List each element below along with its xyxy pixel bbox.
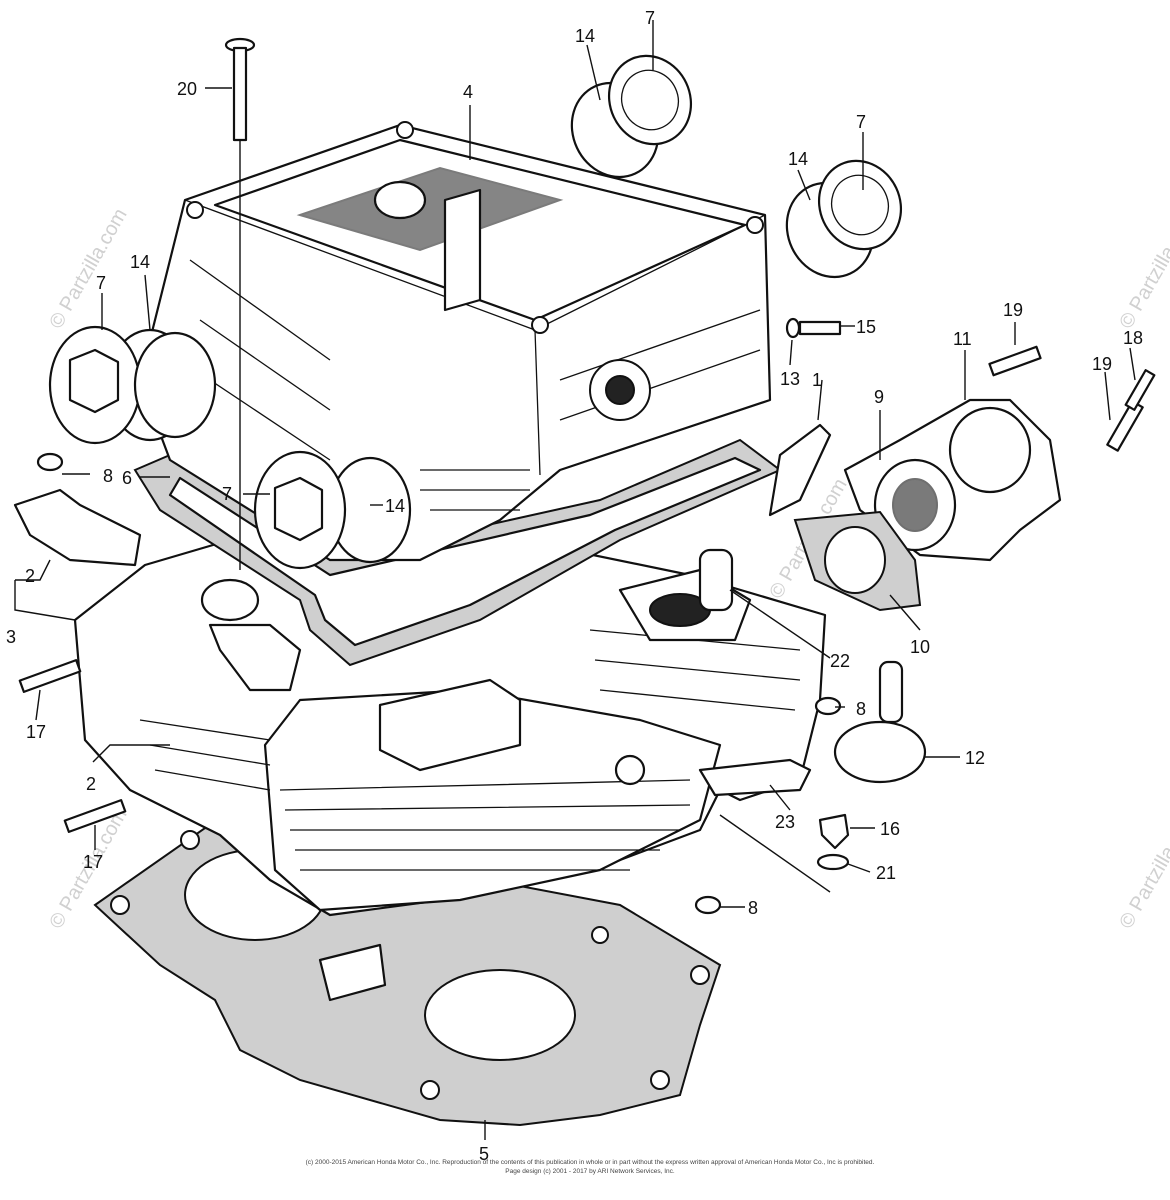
callout-label: 14 — [788, 149, 808, 169]
callout-label: 8 — [856, 699, 866, 719]
callout-label: 16 — [880, 819, 900, 839]
callout-label: 8 — [103, 466, 113, 486]
callout-label: 11 — [953, 329, 972, 349]
callout-label: 13 — [780, 369, 800, 389]
callout-label: 9 — [874, 387, 884, 407]
callout-label: 8 — [748, 898, 758, 918]
callout-label: 19 — [1092, 354, 1112, 374]
callout-label: 6 — [122, 468, 132, 488]
tappet-cap-left — [48, 325, 217, 445]
callout-label: 10 — [910, 637, 930, 657]
bolt-20 — [224, 37, 256, 142]
callout-label: 17 — [83, 852, 103, 872]
spark-plug-assembly — [698, 660, 927, 797]
head-cover-gasket — [133, 438, 782, 667]
small-fasteners — [18, 317, 1156, 915]
callout-label: 14 — [575, 26, 595, 46]
callout-label: 14 — [385, 496, 405, 516]
callout-label: 7 — [222, 484, 232, 504]
leader-lines — [14, 20, 1136, 1140]
callout-label: 7 — [645, 8, 655, 28]
copyright-line: Page design (c) 2001 - 2017 by ARI Netwo… — [505, 1168, 675, 1175]
tappet-cap-right — [785, 159, 903, 279]
callout-label: 1 — [812, 370, 822, 390]
callout-label: 22 — [830, 651, 850, 671]
callout-labels: 1 2 2 3 4 5 6 7 7 7 7 8 8 8 8 9 10 11 12… — [6, 8, 1143, 1164]
callout-label: 23 — [775, 812, 795, 832]
tappet-cap-top — [570, 54, 693, 179]
watermark: © Partzilla.com — [1115, 805, 1170, 933]
callout-label: 2 — [86, 774, 96, 794]
callout-label: 21 — [876, 863, 896, 883]
watermark: © Partzilla.com — [45, 205, 131, 333]
watermark: © Partzilla.com — [1115, 205, 1170, 333]
carburetor-insulator — [793, 398, 1062, 612]
callout-label: 18 — [1123, 328, 1143, 348]
callout-label: 2 — [25, 566, 35, 586]
callout-label: 14 — [130, 252, 150, 272]
callout-label: 19 — [1003, 300, 1023, 320]
callout-label: 3 — [6, 627, 16, 647]
callout-label: 7 — [856, 112, 866, 132]
callout-label: 7 — [96, 273, 106, 293]
callout-label: 15 — [856, 317, 876, 337]
callout-label: 17 — [26, 722, 46, 742]
callout-label: 4 — [463, 82, 473, 102]
copyright-line: (c) 2000-2015 American Honda Motor Co., … — [305, 1159, 875, 1166]
copyright-notice: (c) 2000-2015 American Honda Motor Co., … — [300, 1158, 880, 1176]
callout-label: 5 — [479, 1144, 489, 1164]
breather-fittings — [13, 423, 832, 692]
callout-label: 12 — [965, 748, 985, 768]
tappet-cap-center — [253, 450, 412, 570]
callout-label: 20 — [177, 79, 197, 99]
